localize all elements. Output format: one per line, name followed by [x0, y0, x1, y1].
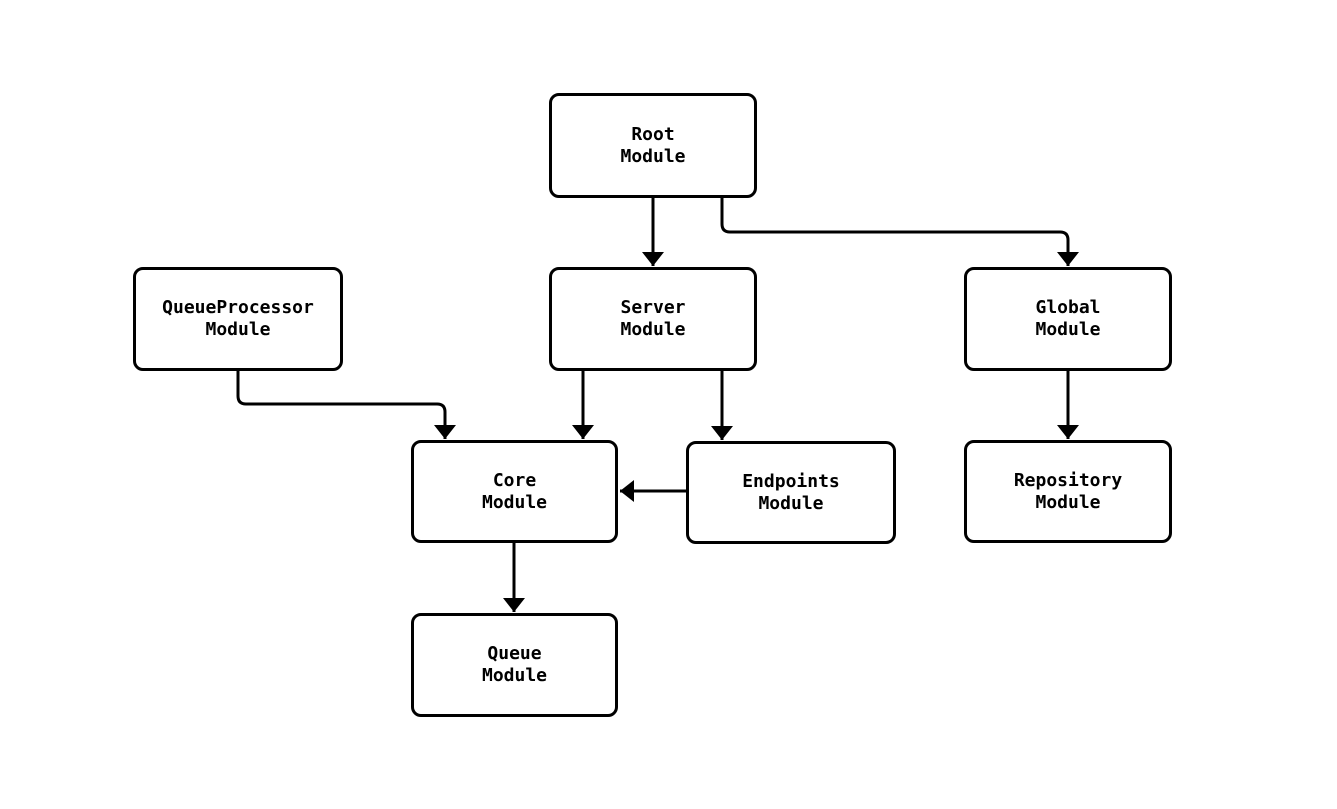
edge-queueprocessor-to-core — [236, 371, 456, 439]
node-global-module: Global Module — [964, 267, 1172, 371]
node-endpoints-module: Endpoints Module — [686, 441, 896, 544]
node-queue-module: Queue Module — [411, 613, 618, 717]
edge-root-to-global — [720, 198, 1079, 266]
node-core-module: Core Module — [411, 440, 618, 543]
node-queueprocessor-module: QueueProcessor Module — [133, 267, 343, 371]
node-server-module: Server Module — [549, 267, 757, 371]
node-root-module: Root Module — [549, 93, 757, 198]
node-repository-module: Repository Module — [964, 440, 1172, 543]
